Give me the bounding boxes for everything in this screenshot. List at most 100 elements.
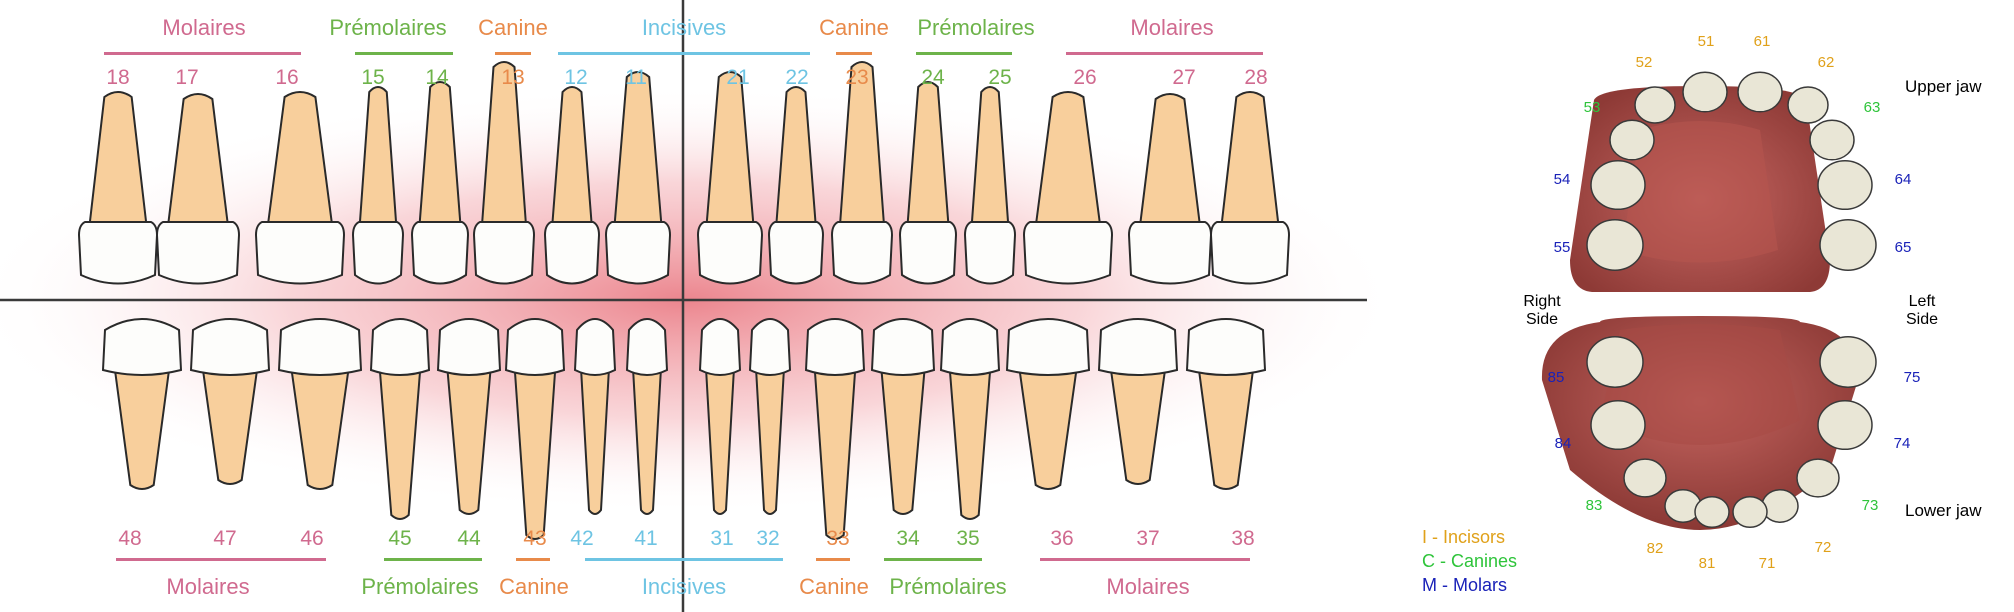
group-bar-upper-left-canine [836,52,872,55]
lower-tooth-42 [573,318,617,515]
lower-tooth-35 [939,318,1001,520]
upper-tooth-25 [963,86,1017,285]
upper-tooth-14 [410,81,470,285]
tooth-number-24: 24 [921,66,945,89]
group-label-upper-left-canine: Canine [819,15,889,40]
group-bar-upper-left-premolars [916,52,1012,55]
primary-number-65: 65 [1894,239,1912,256]
group-bar-lower-left-premolars [884,558,982,561]
primary-upper-tooth-53 [1609,119,1655,161]
lower-tooth-36 [1005,318,1091,490]
left-side-label: Left Side [1906,293,1938,330]
upper-tooth-11 [604,71,672,285]
tooth-number-27: 27 [1172,66,1196,89]
primary-number-84: 84 [1554,435,1572,452]
primary-lower-arch [1541,316,1877,530]
tooth-number-47: 47 [213,527,237,550]
upper-tooth-22 [767,86,825,285]
tooth-number-32: 32 [756,527,780,550]
primary-lower-tooth-81 [1694,495,1730,529]
lower-tooth-44 [436,318,502,515]
lower-tooth-34 [870,318,936,515]
group-bar-lower-right-canine [516,558,550,561]
lower-jaw-label: Lower jaw [1905,501,1982,520]
tooth-number-33: 33 [826,527,850,550]
tooth-number-46: 46 [300,527,324,550]
upper-tooth-28 [1209,91,1291,285]
upper-tooth-24 [898,81,958,285]
tooth-number-16: 16 [275,66,299,89]
tooth-number-25: 25 [988,66,1012,89]
upper-tooth-18 [77,91,159,285]
left-side-label-line1: Left [1908,293,1936,310]
group-label-upper-incisors: Incisives [641,15,727,40]
tooth-number-15: 15 [361,66,385,89]
primary-number-52: 52 [1635,54,1653,71]
tooth-number-26: 26 [1073,66,1097,89]
primary-lower-tooth-84 [1590,399,1646,451]
permanent-teeth [77,61,1291,540]
group-label-lower-left-molars: Molaires [1106,574,1190,599]
primary-upper-tooth-63 [1809,119,1855,161]
lower-tooth-45 [369,318,431,520]
tooth-number-11: 11 [625,66,647,89]
group-label-upper-right-canine: Canine [478,15,548,40]
primary-upper-tooth-54 [1590,159,1646,211]
tooth-number-43: 43 [523,527,547,550]
right-side-label-line1: Right [1523,293,1561,310]
group-bar-lower-right-premolars [384,558,482,561]
legend-item-canines: C - Canines [1422,551,1518,571]
upper-tooth-15 [351,86,405,285]
group-label-upper-right-premolars: Prémolaires [329,15,447,40]
tooth-number-42: 42 [570,527,594,550]
upper-tooth-13 [472,61,536,285]
tooth-number-48: 48 [118,527,142,550]
primary-number-74: 74 [1893,435,1911,452]
primary-lower-tooth-85 [1586,336,1644,388]
group-bar-lower-left-molars [1040,558,1250,561]
lower-tooth-41 [625,318,669,515]
tooth-number-36: 36 [1050,527,1074,550]
lower-tooth-33 [804,318,866,540]
primary-upper-tooth-51 [1682,71,1728,113]
upper-tooth-16 [254,91,346,285]
tooth-number-22: 22 [785,66,809,89]
primary-number-54: 54 [1553,171,1571,188]
tooth-number-44: 44 [457,527,481,550]
lower-tooth-47 [189,318,271,485]
primary-number-64: 64 [1894,171,1912,188]
group-bar-upper-right-molars [104,52,301,55]
tooth-number-18: 18 [106,66,130,89]
group-label-lower-right-molars: Molaires [166,574,250,599]
lower-tooth-31 [698,318,742,515]
group-label-lower-left-premolars: Prémolaires [889,574,1007,599]
group-label-lower-incisors: Incisives [641,574,727,599]
group-label-upper-left-premolars: Prémolaires [917,15,1035,40]
group-bar-upper-right-canine [495,52,531,55]
tooth-number-34: 34 [896,527,920,550]
upper-jaw-label: Upper jaw [1905,77,1982,96]
lower-tooth-38 [1185,318,1267,490]
primary-number-61: 61 [1753,33,1771,50]
tooth-number-21: 21 [726,66,750,89]
upper-tooth-17 [155,93,241,285]
primary-upper-tooth-52 [1634,86,1676,124]
primary-lower-tooth-75 [1819,336,1877,388]
primary-upper-tooth-64 [1817,159,1873,211]
group-bar-upper-incisors [558,52,810,55]
primary-upper-arch [1570,71,1877,292]
upper-tooth-21 [696,71,764,285]
upper-tooth-23 [830,61,894,285]
tooth-number-28: 28 [1244,66,1268,89]
tooth-number-23: 23 [845,66,869,89]
primary-number-85: 85 [1547,369,1565,386]
tooth-number-17: 17 [175,66,199,89]
group-label-lower-left-canine: Canine [799,574,869,599]
primary-lower-tooth-72 [1761,489,1799,523]
tooth-number-41: 41 [634,527,658,550]
group-label-upper-left-molars: Molaires [1130,15,1214,40]
primary-number-81: 81 [1698,555,1716,572]
primary-number-62: 62 [1817,54,1835,71]
group-label-lower-right-premolars: Prémolaires [361,574,479,599]
